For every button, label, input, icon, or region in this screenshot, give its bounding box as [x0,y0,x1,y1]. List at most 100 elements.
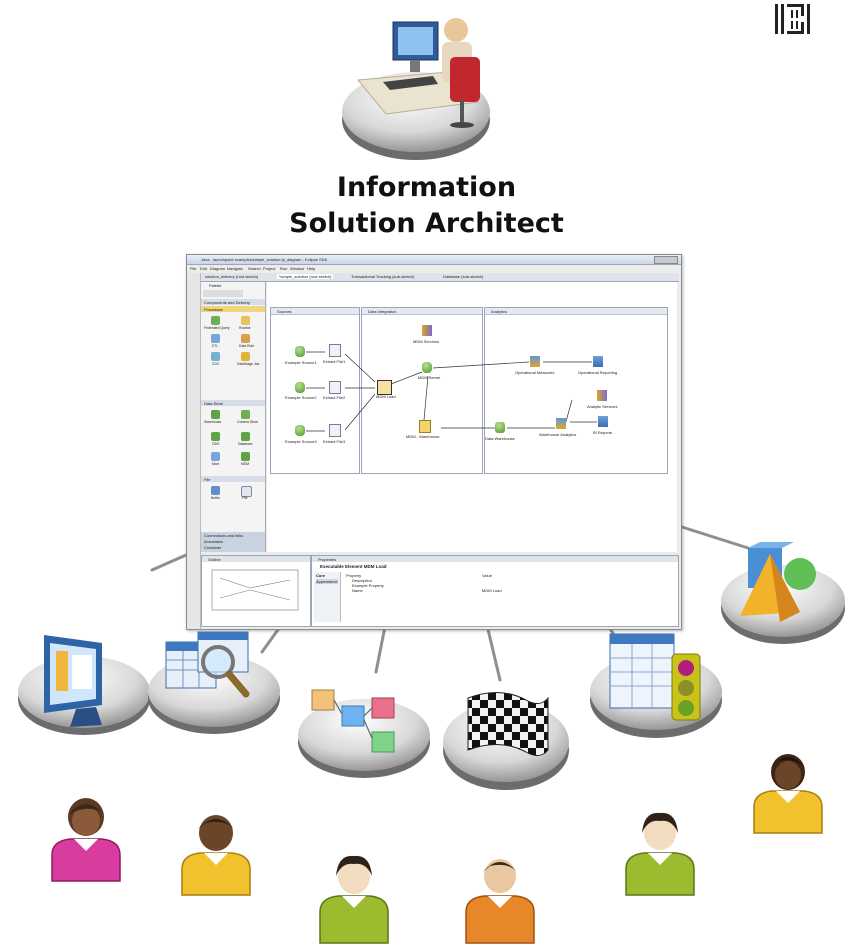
palette-connections[interactable]: Connections and links [204,533,244,538]
file-icon[interactable] [329,381,341,394]
editor-tab-bar: solution_delivery (root sketch) *simple_… [201,273,679,282]
node-operational-measures: Operational Measures [515,370,555,375]
palette-item-label: MDM [241,462,250,466]
analytics-header [485,308,667,315]
architect-at-desk-icon [342,18,490,160]
diagram-arrows [306,351,597,432]
menu-diagram[interactable]: Diagram [210,266,226,271]
analytics-title: Analytics [491,309,508,314]
menu-project[interactable]: Project [263,266,276,271]
palette-item-label: Content Store [237,420,258,424]
node-mdm-server: MDM Server [418,375,441,380]
tab-simple-solution[interactable]: *simple_solution (root sketch) [277,274,334,279]
menu-window[interactable]: Window [290,266,305,271]
sources-container[interactable]: Sources [270,307,360,474]
federated-query-icon[interactable] [211,316,220,325]
cdc-icon[interactable] [211,352,220,361]
desktop-monitor-icon [18,635,150,735]
flow-blocks-icon [298,689,430,778]
node-example-source2: Example Source2 [285,395,317,400]
menu-navigate[interactable]: Navigate [227,266,243,271]
outline-title: Outline [208,557,221,562]
palette-section-header[interactable] [201,476,265,482]
file-icon[interactable] [241,486,252,497]
tab-solution-delivery[interactable]: solution_delivery (root sketch) [205,274,259,279]
palette-item-label: ETL [212,344,219,348]
node-example-source1: Example Source1 [285,360,317,365]
palette-section-header[interactable] [201,306,265,312]
tab-transactional-tracking[interactable]: Transactional Tracking (sub-sketch) [351,274,415,279]
palette-item-label: Mart [212,462,219,466]
database-icon[interactable] [241,432,250,441]
node-mdm-load: MDM Load [376,394,396,399]
palette-section-components[interactable]: Components and Delivery [204,300,251,305]
mdm-load-icon[interactable] [377,380,392,395]
mdm-icon[interactable] [241,452,250,461]
table-magnifier-icon [148,631,280,734]
window-controls[interactable] [654,256,678,264]
title-line-2: Solution Architect [289,208,564,239]
mdm-server-icon[interactable] [422,362,432,373]
file-icon[interactable] [329,424,341,437]
prop-name-value[interactable]: MDM Load [482,588,502,593]
menu-run[interactable]: Run [280,266,288,271]
warehouse-icon[interactable] [211,410,220,419]
eclipse-ide-window: Java - launchpoint examples/simple_solut… [186,254,682,630]
menu-edit[interactable]: Edit [200,266,207,271]
palette-annotation[interactable]: Annotation [204,539,224,544]
user-avatar-orange [465,859,535,944]
node-analytic-services: Analytic Services [587,404,618,409]
menu-help[interactable]: Help [307,266,316,271]
palette-section-file[interactable]: File [204,477,211,482]
palette-title: Palette [209,283,222,288]
datastage-job-icon[interactable] [241,352,250,361]
operational-reporting-icon[interactable] [593,356,603,367]
data-rule-icon[interactable] [241,334,250,343]
menu-file[interactable]: File [190,266,197,271]
properties-tab-appearance[interactable]: Appearance [316,579,338,584]
diagram-canvas[interactable]: Sources Data Integration Analytics [267,282,677,552]
outline-header [202,556,310,562]
properties-tab-core[interactable]: Core [316,573,326,578]
checkered-flag-icon [443,692,569,790]
palette-item-label: ODS [212,442,220,446]
database-icon[interactable] [295,425,305,436]
buffer-icon[interactable] [211,486,220,495]
palette-panel: Palette Components and Delivery Processe… [201,282,266,552]
palette-section-data-store[interactable]: Data Store [204,401,224,406]
outline-thumbnail [211,569,299,611]
node-mdm-warehouse: MDM - Warehouse [406,434,440,439]
operational-measures-icon[interactable] [530,356,540,367]
palette-item-label: DataStage Job [237,362,260,366]
warehouse-analytics-icon[interactable] [556,418,566,429]
routine-icon[interactable] [241,316,250,325]
palette-item-label: Routine [239,326,251,330]
database-icon[interactable] [295,382,305,393]
palette-toolbar[interactable] [203,290,243,297]
menu-search[interactable]: Search [248,266,261,271]
file-icon[interactable] [329,344,341,357]
content-store-icon[interactable] [241,410,250,419]
ibm-logo-icon [775,4,810,34]
mart-icon[interactable] [211,452,220,461]
analytics-container[interactable]: Analytics [484,307,668,474]
palette-item-label: CDC [212,362,220,366]
mdm-warehouse-icon[interactable] [419,420,431,433]
database-icon[interactable] [295,346,305,357]
col-value: Value [482,573,492,578]
palette-container[interactable]: Container [204,545,222,550]
palette-section-header[interactable] [201,299,265,305]
palette-section-processes[interactable]: Processes [204,307,223,312]
tab-database[interactable]: Database (sub-sketch) [443,274,484,279]
etl-icon[interactable] [211,334,220,343]
ods-icon[interactable] [211,432,220,441]
mdm-services-icon[interactable] [422,325,432,336]
palette-item-label: Data Rule [239,344,255,348]
properties-element: Executable Element MDM Load [320,564,387,569]
user-avatar-lime [625,812,695,896]
bi-reports-icon[interactable] [598,416,608,427]
prop-example-property: Example Property [352,583,384,588]
analytic-services-icon[interactable] [597,390,607,401]
palette-section-header[interactable] [201,400,265,406]
data-warehouse-icon[interactable] [495,422,505,433]
